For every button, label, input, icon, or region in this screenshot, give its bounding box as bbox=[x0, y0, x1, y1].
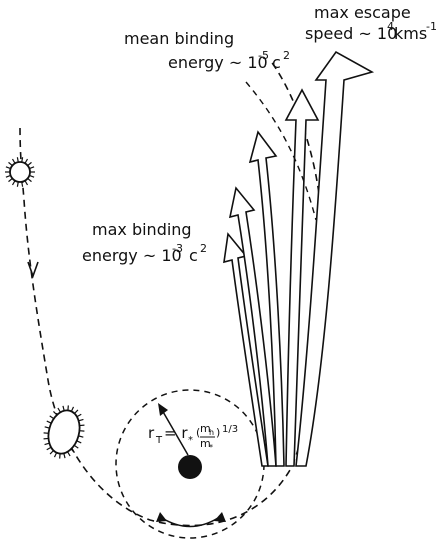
star-tick bbox=[58, 408, 61, 412]
star-tick bbox=[68, 452, 71, 456]
star-tick bbox=[47, 421, 52, 423]
star-tick bbox=[6, 167, 11, 169]
debris-streams bbox=[224, 52, 372, 466]
black-hole bbox=[178, 455, 202, 479]
star-tick bbox=[29, 175, 34, 177]
star-tick bbox=[6, 175, 11, 177]
star-tick bbox=[25, 181, 28, 185]
star-tick bbox=[28, 162, 32, 165]
max-binding-label: max binding energy ~ 10 -3 c 2 bbox=[82, 220, 207, 265]
star-tick bbox=[64, 453, 65, 458]
tidal-radius-formula: r T = r * ( m h m * ) 1/3 bbox=[148, 422, 238, 452]
star-tick bbox=[22, 182, 23, 187]
tidal-star-sub: * bbox=[188, 435, 193, 446]
star-initial bbox=[5, 157, 35, 187]
mean-binding-line1: mean binding bbox=[124, 29, 234, 48]
max-escape-unit: kms bbox=[394, 24, 427, 43]
max-binding-prefix: energy ~ 10 bbox=[82, 246, 182, 265]
tidal-close-paren: ) bbox=[216, 426, 220, 439]
mean-binding-label: mean binding energy ~ 10 -5 c 2 bbox=[124, 29, 290, 72]
mean-binding-c: c bbox=[272, 53, 281, 72]
star-tick bbox=[17, 157, 18, 162]
max-escape-exp: 4 bbox=[387, 20, 394, 33]
star-tick bbox=[13, 159, 16, 163]
max-escape-unit-exp: -1 bbox=[426, 20, 437, 33]
star-tick bbox=[29, 167, 34, 169]
star-tick bbox=[47, 447, 51, 449]
star-tick bbox=[71, 407, 73, 412]
star-tick bbox=[63, 406, 64, 411]
star-tick bbox=[50, 416, 54, 419]
tidal-eq: = r bbox=[164, 424, 188, 442]
max-binding-c: c bbox=[189, 246, 198, 265]
star-tick bbox=[9, 178, 13, 181]
star-tick bbox=[77, 441, 82, 443]
star-tick bbox=[50, 450, 53, 454]
max-binding-c-exp: 2 bbox=[200, 242, 207, 255]
tidal-power: 1/3 bbox=[222, 424, 238, 435]
star-tick bbox=[25, 159, 28, 163]
star-tick bbox=[78, 436, 83, 437]
star-tick bbox=[45, 443, 50, 444]
max-binding-exp: -3 bbox=[172, 242, 183, 255]
mean-binding-prefix: energy ~ 10 bbox=[168, 53, 268, 72]
star-tick bbox=[13, 181, 16, 185]
star-tick bbox=[28, 178, 32, 181]
max-escape-line1: max escape bbox=[314, 3, 411, 22]
star-distorted bbox=[44, 405, 85, 458]
star-tick bbox=[54, 453, 56, 458]
tidal-mh-sub: h bbox=[209, 428, 214, 437]
radius-arrowhead bbox=[158, 403, 168, 416]
tidal-r-sub: T bbox=[155, 435, 163, 446]
star-tick bbox=[22, 157, 23, 162]
rotation-arrowhead-left bbox=[156, 512, 167, 522]
mean-binding-c-exp: 2 bbox=[283, 49, 290, 62]
max-escape-prefix: speed ~ 10 bbox=[305, 24, 397, 43]
tidal-r: r bbox=[148, 424, 155, 442]
star-tick bbox=[17, 182, 18, 187]
star-tick bbox=[74, 445, 78, 448]
mean-binding-exp: -5 bbox=[258, 49, 269, 62]
trajectory-arrowhead bbox=[28, 262, 38, 276]
star-tick bbox=[9, 162, 13, 165]
tidal-mstar-sub: * bbox=[209, 443, 213, 452]
star-tick bbox=[45, 427, 50, 428]
max-escape-label: max escape speed ~ 10 4 kms -1 bbox=[305, 3, 437, 43]
star-tick bbox=[77, 414, 81, 416]
star-tick bbox=[74, 410, 77, 414]
rotation-arrow bbox=[162, 518, 218, 527]
star-tick bbox=[79, 419, 84, 420]
max-binding-line1: max binding bbox=[92, 220, 192, 239]
rotation-arrowhead-right bbox=[214, 512, 226, 522]
